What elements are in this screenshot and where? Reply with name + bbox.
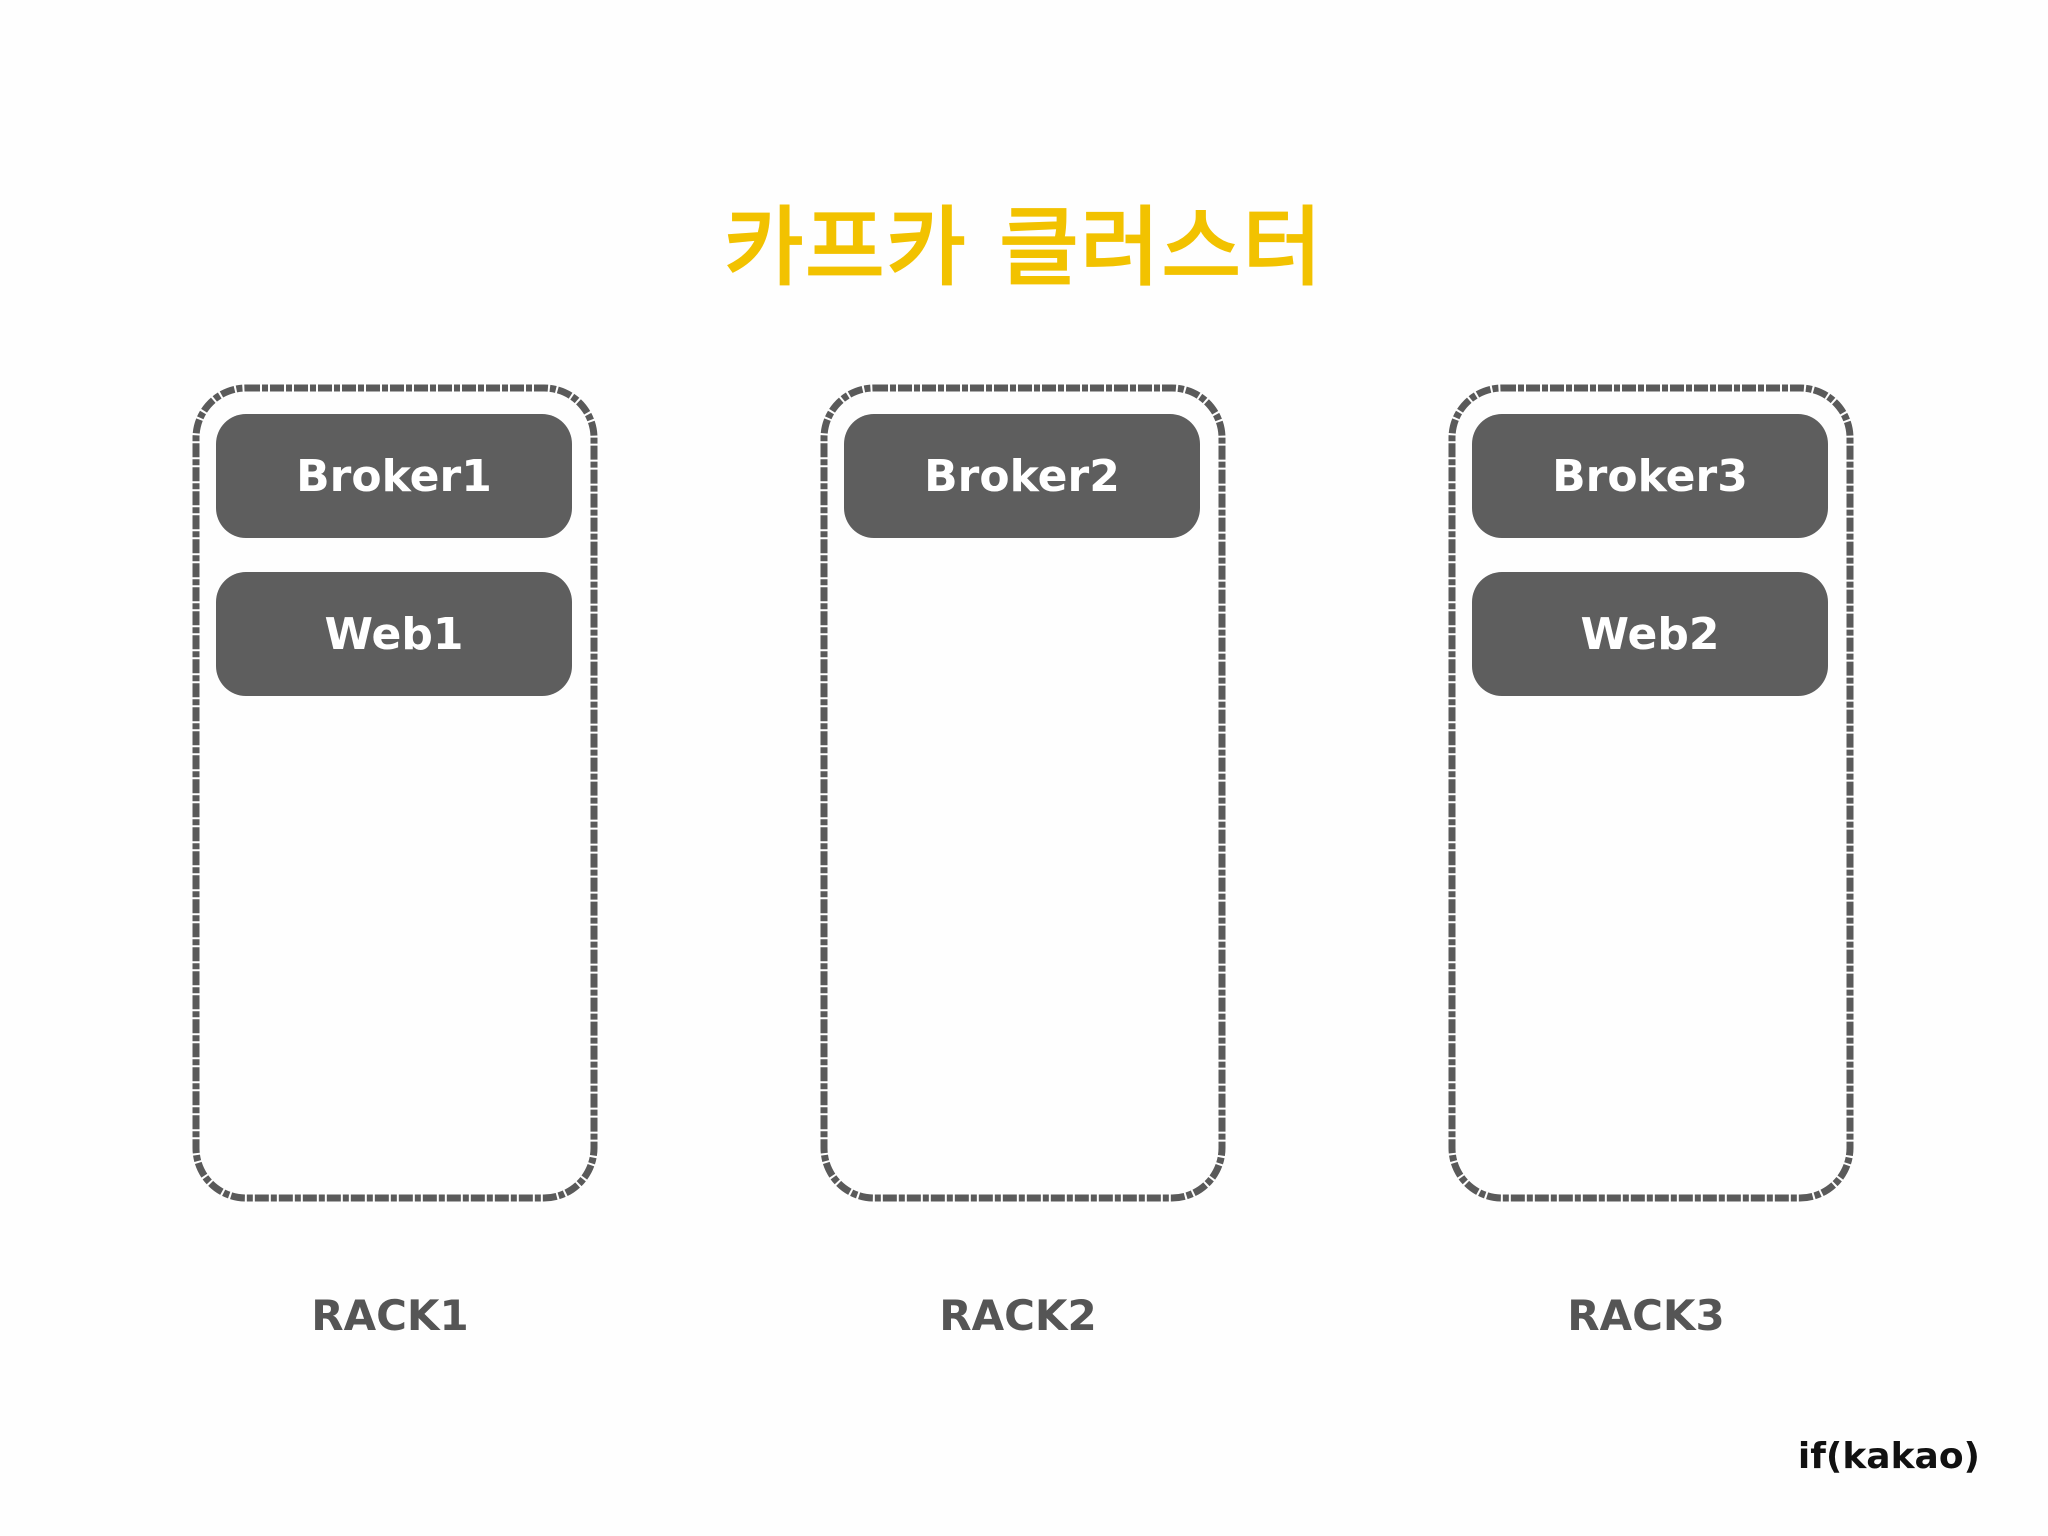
rack-2-border — [820, 384, 1226, 1202]
page-title: 카프카 클러스터 — [724, 198, 1324, 298]
rack-1: Broker1 Web1 — [190, 382, 600, 1204]
rack-2: Broker2 — [818, 382, 1228, 1204]
rack-3-label: RACK3 — [1567, 1291, 1725, 1340]
rack-1-border — [192, 384, 598, 1202]
broker-2-node: Broker2 — [844, 414, 1200, 538]
web-2-node: Web2 — [1472, 572, 1828, 696]
brand-logo-text: if(kakao) — [1797, 1436, 1980, 1477]
rack-1-label: RACK1 — [311, 1291, 469, 1340]
rack-2-label: RACK2 — [939, 1291, 1097, 1340]
rack-3: Broker3 Web2 — [1446, 382, 1856, 1204]
web-1-node: Web1 — [216, 572, 572, 696]
broker-1-node: Broker1 — [216, 414, 572, 538]
rack-3-border — [1448, 384, 1854, 1202]
broker-3-node: Broker3 — [1472, 414, 1828, 538]
